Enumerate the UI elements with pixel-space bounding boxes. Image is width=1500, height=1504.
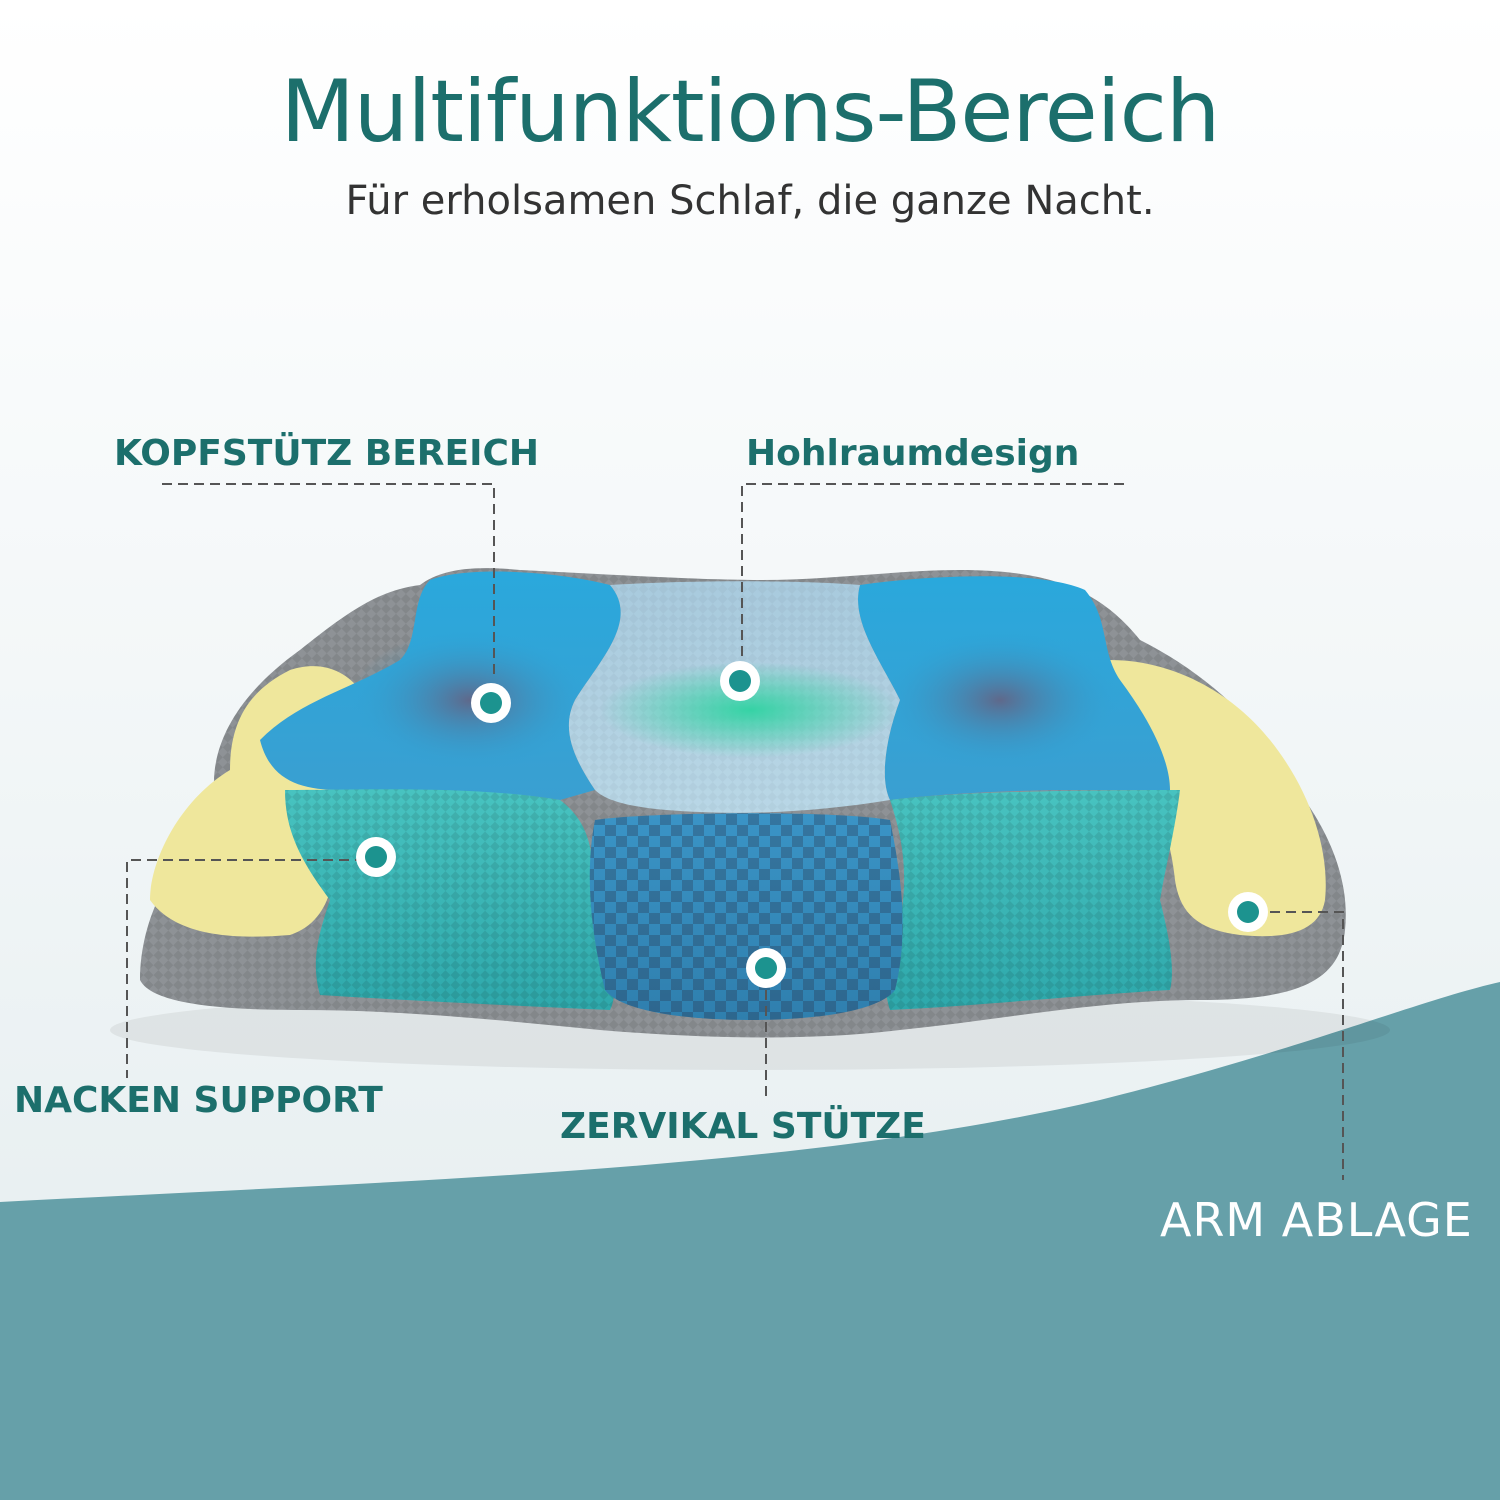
markers (356, 661, 1268, 988)
cervical-support-texture (589, 813, 903, 1020)
page-title: Multifunktions-Bereich (280, 62, 1221, 162)
label-neck-support: NACKEN SUPPORT (14, 1080, 383, 1121)
memory-foam-right (1104, 660, 1326, 937)
hollow-green-glow (600, 662, 900, 758)
leader-lines (126, 483, 1344, 1180)
marker-arm[interactable] (1228, 892, 1268, 932)
neck-support-right-texture (885, 790, 1180, 1010)
neck-support-left-texture (285, 789, 615, 1010)
head-rest-right-shade (880, 630, 1120, 770)
head-rest-left-shade (350, 630, 590, 770)
marker-neck[interactable] (356, 837, 396, 877)
teal-wave (0, 982, 1500, 1500)
label-hollow-design: Hohlraumdesign (746, 433, 1080, 474)
label-cervical-support: ZERVIKAL STÜTZE (560, 1106, 926, 1147)
marker-hollow[interactable] (720, 661, 760, 701)
marker-cervical[interactable] (746, 948, 786, 988)
marker-head-rest[interactable] (471, 683, 511, 723)
label-arm-rest: ARM ABLAGE (1160, 1193, 1473, 1247)
page-subtitle: Für erholsamen Schlaf, die ganze Nacht. (345, 178, 1155, 224)
label-head-rest: KOPFSTÜTZ BEREICH (114, 433, 540, 474)
